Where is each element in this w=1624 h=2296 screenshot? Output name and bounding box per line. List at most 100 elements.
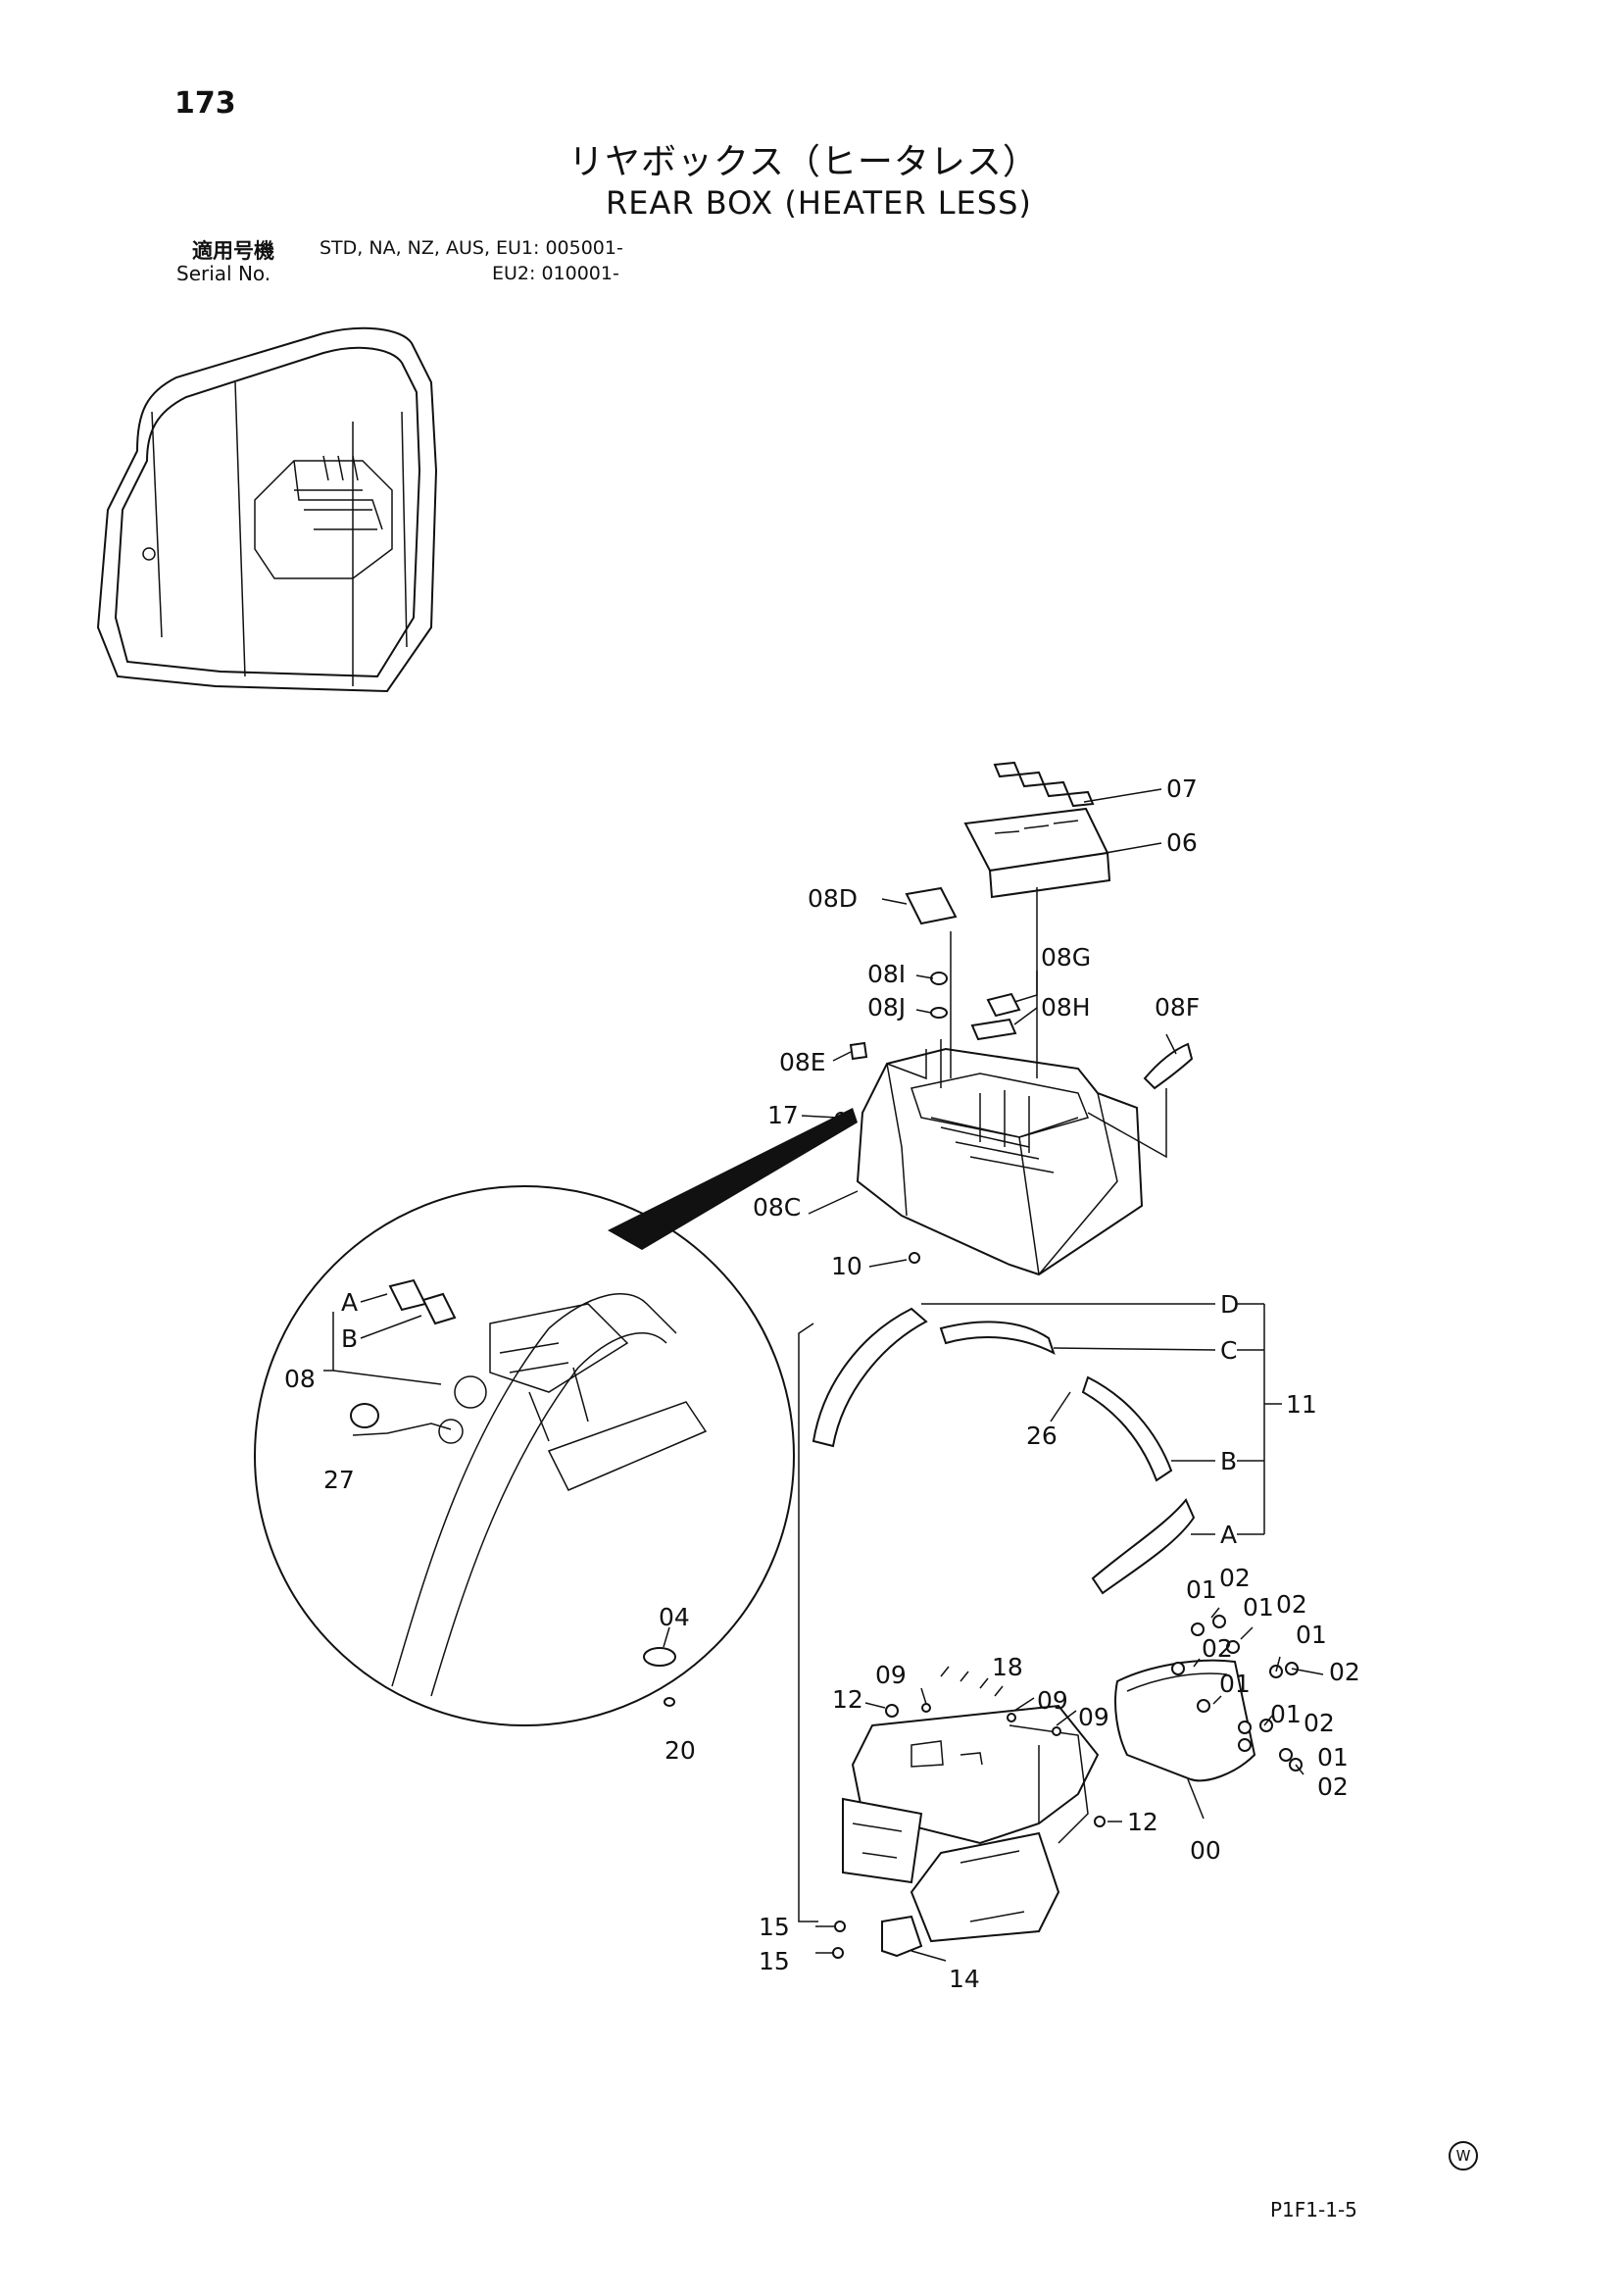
callout-08I: 08I — [867, 960, 906, 988]
detail-callout-08: 08 — [284, 1365, 316, 1393]
callout-07: 07 — [1166, 774, 1198, 803]
callout-B: B — [1220, 1447, 1237, 1475]
callout-08H: 08H — [1041, 993, 1091, 1022]
callout-26: 26 — [1026, 1422, 1058, 1450]
panel-00-illustration — [1114, 1659, 1256, 1782]
lower-leaders — [815, 1687, 1122, 1962]
watermark-logo: W — [1449, 2141, 1478, 2171]
callout-02-e: 02 — [1304, 1709, 1335, 1737]
callout-01-a: 01 — [1186, 1575, 1217, 1604]
part-04-shape — [643, 1647, 676, 1667]
part-08E-shape — [849, 1041, 868, 1061]
detail-pointer — [608, 1108, 858, 1250]
leader-08I — [915, 974, 934, 979]
clips-01-02 — [1171, 1615, 1303, 1772]
leader-08C — [808, 1190, 859, 1215]
callout-15-a: 15 — [759, 1913, 790, 1941]
leader-00 — [1187, 1778, 1205, 1820]
callout-12-b: 12 — [1127, 1808, 1158, 1836]
serial-label-japanese: 適用号機 — [192, 239, 274, 263]
leader-08H — [1013, 1007, 1038, 1025]
callout-A: A — [1220, 1521, 1237, 1549]
leader-04 — [663, 1626, 670, 1648]
part-08F-shape — [1143, 1042, 1194, 1090]
callout-04: 04 — [659, 1603, 690, 1631]
callout-14: 14 — [949, 1965, 980, 1993]
callout-18: 18 — [992, 1653, 1023, 1681]
callout-01-f: 01 — [1317, 1743, 1349, 1772]
part-08H-shape — [970, 1018, 1017, 1041]
assembly-leader-lines — [886, 887, 1167, 1159]
clip-leaders — [1193, 1607, 1324, 1775]
callout-15-b: 15 — [759, 1947, 790, 1975]
part-08J-shape — [930, 1007, 948, 1019]
bolt-10-icon — [909, 1252, 920, 1264]
callout-08F: 08F — [1155, 993, 1200, 1022]
serial-label-english: Serial No. — [176, 262, 271, 285]
detail-view-circle — [254, 1185, 795, 1726]
detail-callout-A: A — [341, 1288, 358, 1317]
title-japanese: リヤボックス（ヒータレス） — [568, 142, 1039, 182]
callout-10: 10 — [831, 1252, 862, 1280]
leader-26 — [1050, 1391, 1071, 1423]
callout-labels: 07 06 08D 08I 08G 08J 08H 08F 08E 17 08C… — [284, 774, 1360, 1993]
callout-01-e: 01 — [1270, 1700, 1302, 1728]
callout-08J: 08J — [867, 993, 906, 1022]
callout-00: 00 — [1190, 1836, 1221, 1865]
callout-08D: 08D — [808, 884, 858, 913]
title-english: REAR BOX (HEATER LESS) — [606, 184, 1032, 222]
fasteners-09-12-18 — [832, 1666, 1106, 1959]
caps-07-illustration — [993, 761, 1095, 808]
leader-08D — [881, 898, 908, 905]
callout-09-a: 09 — [875, 1661, 907, 1689]
page-number: 173 — [174, 86, 236, 121]
callout-17: 17 — [767, 1101, 799, 1129]
part-08I-shape — [930, 972, 948, 985]
figure-code: P1F1-1-5 — [1270, 2198, 1357, 2221]
trim-set-11-illustration — [812, 1307, 1196, 1595]
callout-08C: 08C — [753, 1193, 801, 1222]
callout-08G: 08G — [1041, 943, 1091, 972]
leader-08E — [832, 1051, 852, 1062]
callout-02-b: 02 — [1276, 1590, 1307, 1619]
callout-11: 11 — [1286, 1390, 1317, 1419]
callout-20: 20 — [664, 1736, 696, 1765]
callout-D: D — [1220, 1290, 1239, 1319]
base-frame-illustration — [842, 1704, 1100, 1958]
group-bracket-left — [798, 1323, 818, 1922]
part-20-shape — [664, 1697, 675, 1707]
callout-02-a: 02 — [1219, 1564, 1251, 1592]
detail-leaders — [323, 1293, 452, 1436]
leader-17 — [801, 1115, 839, 1119]
callout-01-b: 01 — [1243, 1593, 1274, 1622]
leader-08G — [1013, 971, 1038, 1003]
part-08D-shape — [905, 886, 958, 925]
callout-01-d: 01 — [1219, 1670, 1251, 1698]
cover-06-illustration — [963, 807, 1111, 899]
leader-07 — [1083, 788, 1162, 803]
detail-callout-B: B — [341, 1324, 358, 1353]
callout-02-f: 02 — [1317, 1772, 1349, 1801]
callout-08E: 08E — [779, 1048, 826, 1076]
serial-range-line-1: STD, NA, NZ, AUS, EU1: 005001- — [320, 237, 623, 259]
leader-10 — [868, 1259, 908, 1268]
detail-callout-27: 27 — [323, 1466, 355, 1494]
leader-08J — [915, 1009, 932, 1014]
bracket-11 — [1237, 1303, 1264, 1535]
callout-06: 06 — [1166, 828, 1198, 857]
callout-09-c: 09 — [1078, 1703, 1109, 1731]
callout-12-a: 12 — [832, 1685, 863, 1714]
callout-09-b: 09 — [1037, 1686, 1068, 1715]
door-handle-icon — [142, 547, 156, 561]
leader-08F — [1165, 1033, 1177, 1055]
cab-overview-illustration — [96, 326, 438, 693]
leader-06 — [1105, 842, 1162, 854]
rear-box-08C-illustration — [856, 1047, 1144, 1276]
part-08G-shape — [986, 992, 1021, 1018]
trim-leaders — [921, 1303, 1282, 1535]
callout-C: C — [1220, 1336, 1237, 1365]
callout-01-c: 01 — [1296, 1621, 1327, 1649]
callout-02-d: 02 — [1329, 1658, 1360, 1686]
callout-02-c: 02 — [1202, 1634, 1233, 1663]
